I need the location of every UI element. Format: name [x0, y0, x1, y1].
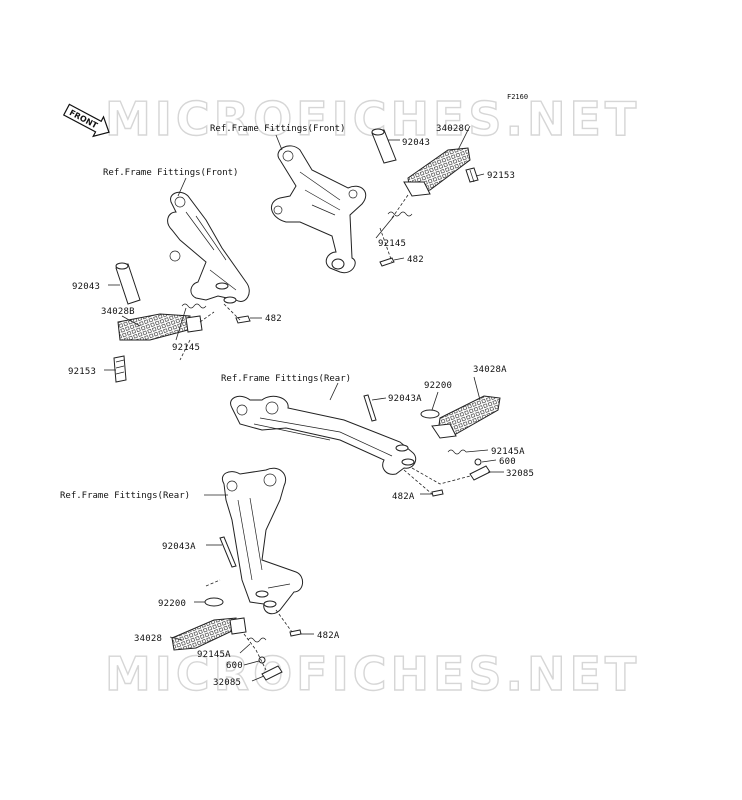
part-label-92145-upper: 92145 — [378, 239, 406, 249]
rear-left-ball-600 — [258, 656, 266, 664]
part-label-92043-left: 92043 — [72, 282, 100, 292]
front-left-spring-92145 — [181, 303, 207, 309]
rear-right-clip-482A — [431, 489, 444, 497]
part-label-34028A: 34028A — [473, 365, 507, 375]
front-right-clip-482 — [379, 257, 395, 267]
front-right-bolt-92153 — [465, 167, 479, 183]
part-label-34028: 34028 — [134, 634, 162, 644]
rear-right-spring-92145A — [447, 449, 467, 455]
front-left-peg-34028B — [117, 313, 203, 341]
part-label-92153-upper: 92153 — [487, 171, 515, 181]
front-left-peg-pin — [115, 262, 141, 305]
part-label-600-lower: 600 — [226, 661, 243, 671]
part-label-482A-upper: 482A — [392, 492, 415, 502]
rear-left-peg-34028 — [171, 617, 247, 651]
watermark-bottom: MICROFICHES.NET — [105, 647, 640, 701]
rear-right-ball-600 — [474, 458, 482, 466]
part-label-92200-upper: 92200 — [424, 381, 452, 391]
part-label-32085-lower: 32085 — [213, 678, 241, 688]
front-right-peg-34028C — [403, 147, 471, 197]
rear-left-detent-32085 — [261, 665, 283, 681]
rear-left-washer-92200 — [204, 597, 224, 607]
rear-right-detent-32085 — [469, 465, 491, 481]
leader-lines — [104, 125, 504, 682]
diagram-code: F2160 — [507, 93, 528, 101]
rear-left-bracket — [222, 467, 303, 615]
rear-left-pin-92043A — [219, 536, 237, 568]
rear-right-bracket — [230, 395, 417, 475]
part-label-92043-upper: 92043 — [402, 138, 430, 148]
front-right-peg-pin — [371, 128, 397, 164]
rear-right-pin-92043A — [363, 394, 377, 422]
part-label-482-left: 482 — [265, 314, 282, 324]
part-label-32085-upper: 32085 — [506, 469, 534, 479]
front-left-bolt-92153 — [113, 355, 127, 383]
part-label-92200-lower: 92200 — [158, 599, 186, 609]
rear-right-peg-34028A — [431, 395, 501, 439]
front-right-bracket — [271, 145, 367, 274]
rear-left-spring-92145A — [247, 637, 267, 643]
rear-right-washer-92200 — [420, 409, 440, 419]
part-label-92153-left: 92153 — [68, 367, 96, 377]
ref-frame-fittings-rear-upper: Ref.Frame Fittings(Rear) — [221, 374, 351, 384]
part-label-92145A-upper: 92145A — [491, 447, 525, 457]
front-right-spring-92145 — [387, 211, 413, 217]
part-label-34028B: 34028B — [101, 307, 135, 317]
front-left-clip-482 — [235, 315, 251, 324]
part-label-34028C: 34028C — [436, 124, 470, 134]
part-label-92043A-lower: 92043A — [162, 542, 196, 552]
ref-frame-fittings-front-left: Ref.Frame Fittings(Front) — [103, 168, 238, 178]
ref-frame-fittings-front-upper: Ref.Frame Fittings(Front) — [210, 124, 345, 134]
part-label-92145A-lower: 92145A — [197, 650, 231, 660]
part-label-92043A-upper: 92043A — [388, 394, 422, 404]
part-label-482-upper: 482 — [407, 255, 424, 265]
part-label-482A-lower: 482A — [317, 631, 340, 641]
part-label-600-upper: 600 — [499, 457, 516, 467]
front-left-bracket — [167, 191, 250, 304]
part-label-92145-left: 92145 — [172, 343, 200, 353]
watermark-top: MICROFICHES.NET — [105, 92, 640, 146]
ref-frame-fittings-rear-left: Ref.Frame Fittings(Rear) — [60, 491, 190, 501]
